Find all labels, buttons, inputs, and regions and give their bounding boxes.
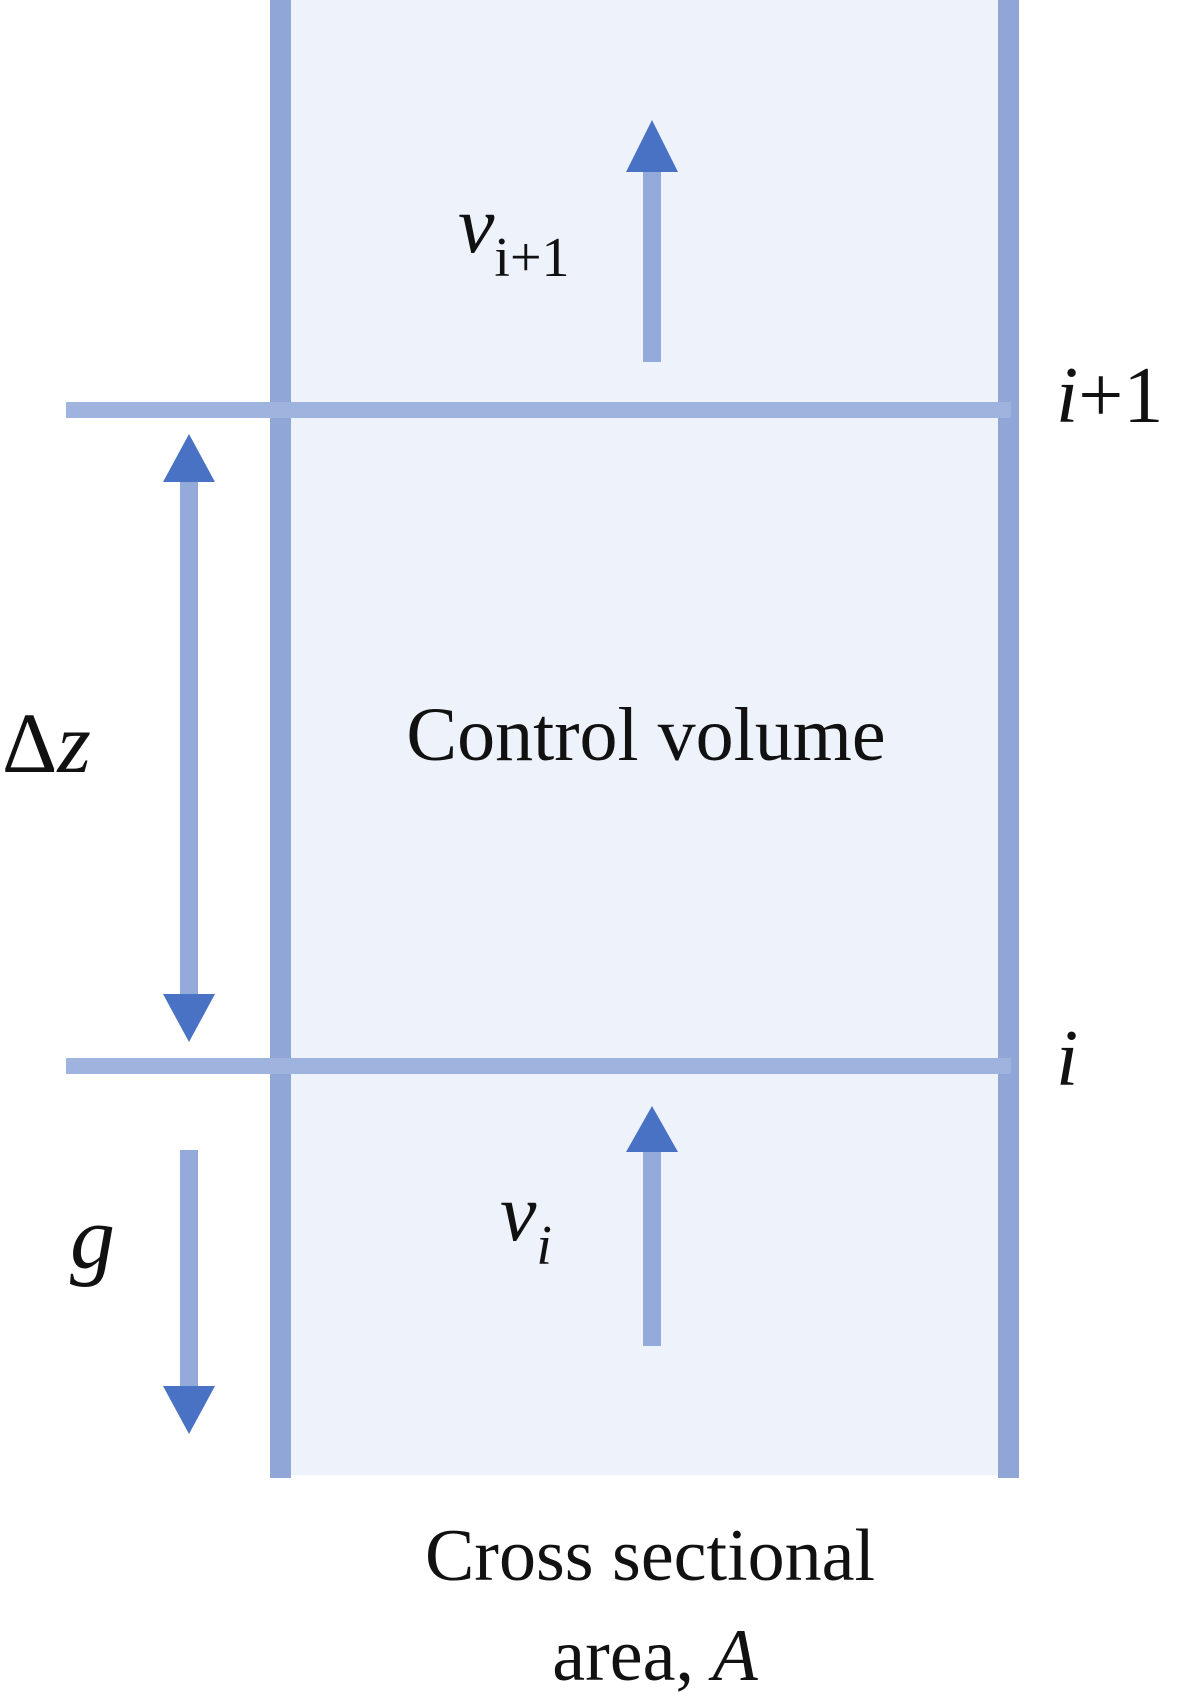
pipe-left-wall [270,0,291,1478]
velocity-lower-symbol: v [500,1167,537,1258]
cross-section-area-variable: A [707,1615,758,1695]
cross-section-label-line1: Cross sectional [425,1515,875,1597]
velocity-upper-subscript: i+1 [494,227,569,289]
pipe-right-wall [998,0,1019,1478]
interface-line-lower [66,1058,1011,1074]
cross-section-label-line2: area, A [552,1615,758,1695]
control-volume-label: Control volume [406,693,885,777]
interface-upper-index: i [1056,352,1078,440]
velocity-lower-subscript: i [536,1215,552,1277]
velocity-upper-symbol: v [458,179,495,270]
velocity-upper-arrow-head [626,120,678,172]
velocity-lower-arrow-head [626,1106,678,1152]
delta-z-variable: z [56,695,90,791]
delta-symbol: Δ [2,695,57,791]
interface-upper-offset: +1 [1078,352,1163,440]
velocity-upper-label: vi+1 [458,179,570,289]
delta-z-arrow-shaft [180,478,198,998]
delta-z-arrow-head-down [163,994,215,1042]
delta-z-arrow-head-up [163,434,215,482]
velocity-lower-label: vi [500,1167,552,1277]
interface-upper-label: i+1 [1056,352,1163,440]
interface-line-upper [66,402,1011,418]
interface-lower-label: i [1056,1015,1078,1103]
delta-z-label: Δz [2,695,91,791]
velocity-lower-arrow-shaft [643,1150,661,1346]
gravity-label: g [70,1189,115,1288]
gravity-arrow-head [163,1386,215,1434]
gravity-arrow-shaft [180,1150,198,1390]
velocity-upper-arrow-shaft [643,172,661,362]
cross-section-area-prefix: area, [552,1615,712,1695]
